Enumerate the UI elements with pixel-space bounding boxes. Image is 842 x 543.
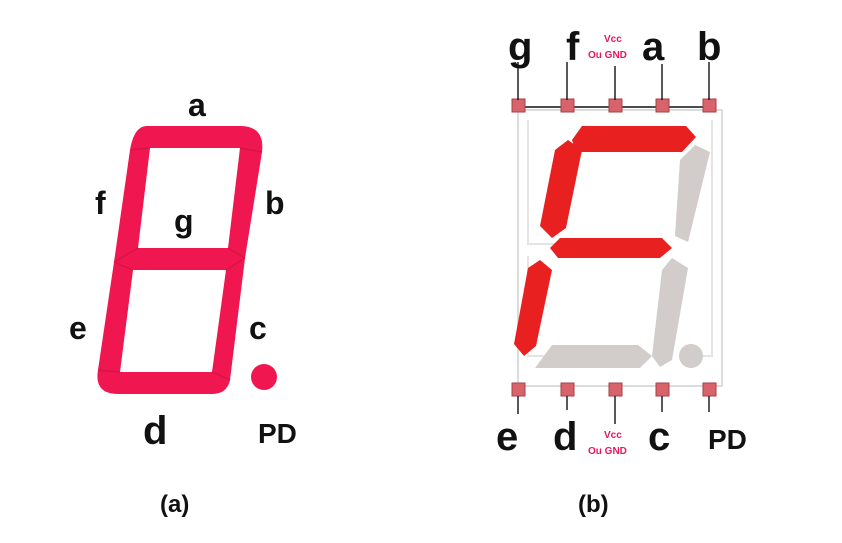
segment-f-lit [540,140,582,238]
board-outline [517,109,723,387]
decimal-point-unlit [679,344,703,368]
label-segment-g: g [174,203,194,239]
top-pin-note-3: Ou GND [588,50,627,61]
bottom-pins [511,382,717,424]
pin-bottom-3 [608,382,623,397]
bottom-pin-label-5: PD [708,424,747,455]
bottom-pin-label-2: d [553,415,577,459]
top-pins [511,62,717,113]
label-segment-d: d [143,409,167,453]
pin-top-5 [702,98,717,113]
top-pin-label-4: a [642,25,665,69]
segment-d-unlit [535,345,652,368]
bottom-pin-note-3: Ou GND [588,446,627,457]
panel-b-seven-segment-pinout: g f Vcc Ou GND a b e d Vcc Ou GND c PD (… [496,25,747,518]
top-pin-label-1: g [508,25,532,69]
label-decimal-point: PD [258,418,297,449]
lit-segments [514,126,696,356]
pin-top-2 [560,98,575,113]
pin-bottom-2 [560,382,575,397]
digit-8-shape [97,126,263,394]
caption-b: (b) [578,491,609,518]
unlit-segments [535,145,710,368]
segment-seams [97,147,263,381]
label-segment-f: f [95,185,106,221]
caption-a: (a) [160,491,189,518]
panel-a-seven-segment: a b c d e f g PD (a) [69,87,297,518]
top-pin-label-2: f [566,25,580,69]
top-pin-label-3: Vcc [604,34,622,45]
decimal-point-dot [251,364,277,390]
label-segment-e: e [69,310,87,346]
bottom-pin-label-4: c [648,415,670,459]
segment-c-unlit [652,258,688,367]
pin-top-4 [655,98,670,113]
pin-top-3 [608,98,623,113]
label-segment-a: a [188,87,206,123]
bottom-pin-label-3: Vcc [604,430,622,441]
pin-bottom-5 [702,382,717,397]
top-pin-label-5: b [697,25,721,69]
pin-bottom-1 [511,382,526,397]
segment-b-unlit [675,145,710,242]
segment-g-lit [550,238,672,258]
label-segment-c: c [249,310,267,346]
bottom-pin-label-1: e [496,415,518,459]
segment-a-lit [572,126,696,152]
segment-e-lit [514,260,552,356]
pin-bottom-4 [655,382,670,397]
label-segment-b: b [265,185,285,221]
pin-top-1 [511,98,526,113]
